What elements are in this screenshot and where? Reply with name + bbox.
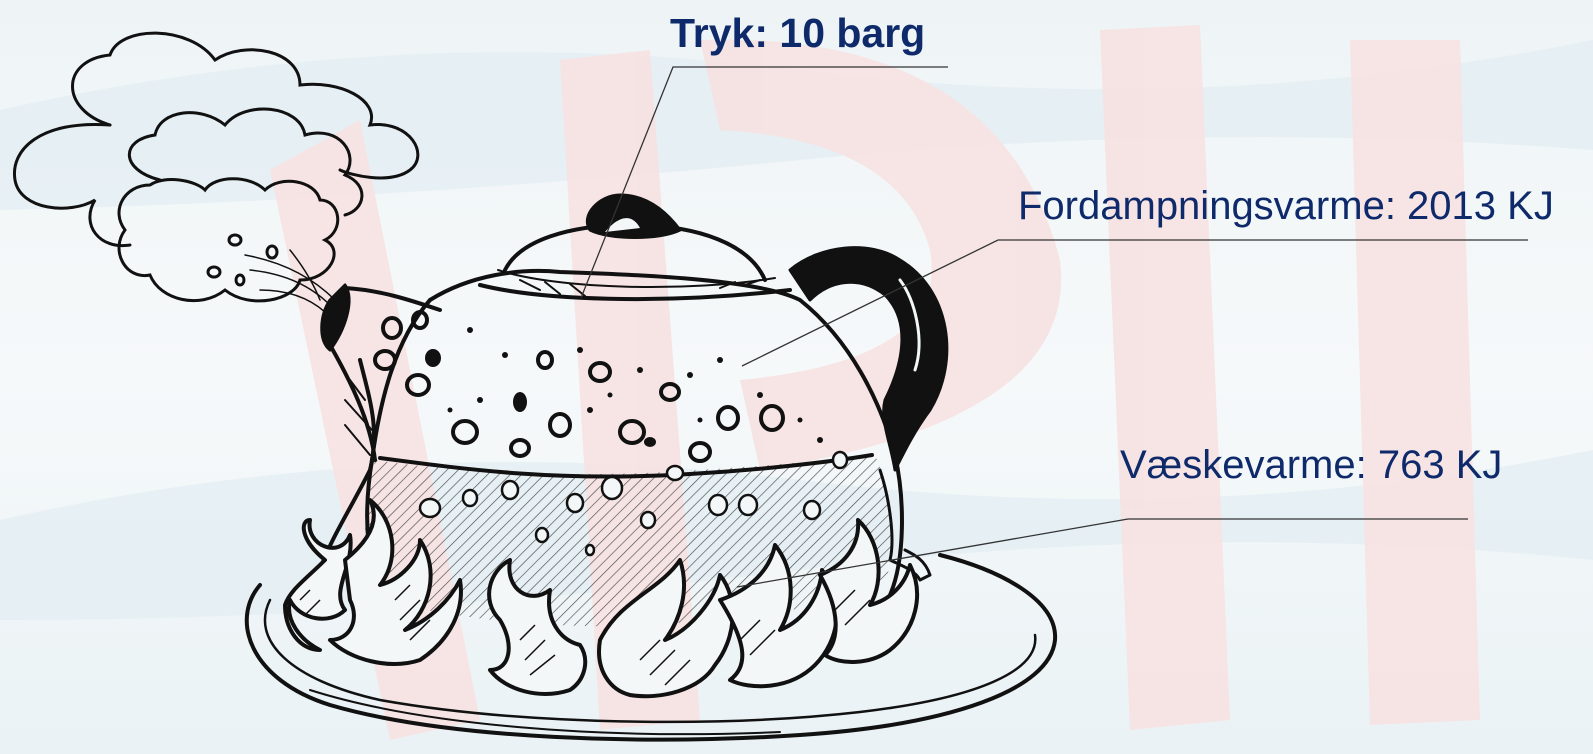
pressure-leader-line xyxy=(581,67,948,298)
evaporation-heat-label: Fordampningsvarme: 2013 KJ xyxy=(1018,186,1554,226)
pressure-label: Tryk: 10 barg xyxy=(670,13,925,54)
evaporation-leader-line xyxy=(742,240,1528,366)
liquid-leader-line xyxy=(737,519,1468,587)
liquid-heat-label: Væskevarme: 763 KJ xyxy=(1120,445,1502,485)
